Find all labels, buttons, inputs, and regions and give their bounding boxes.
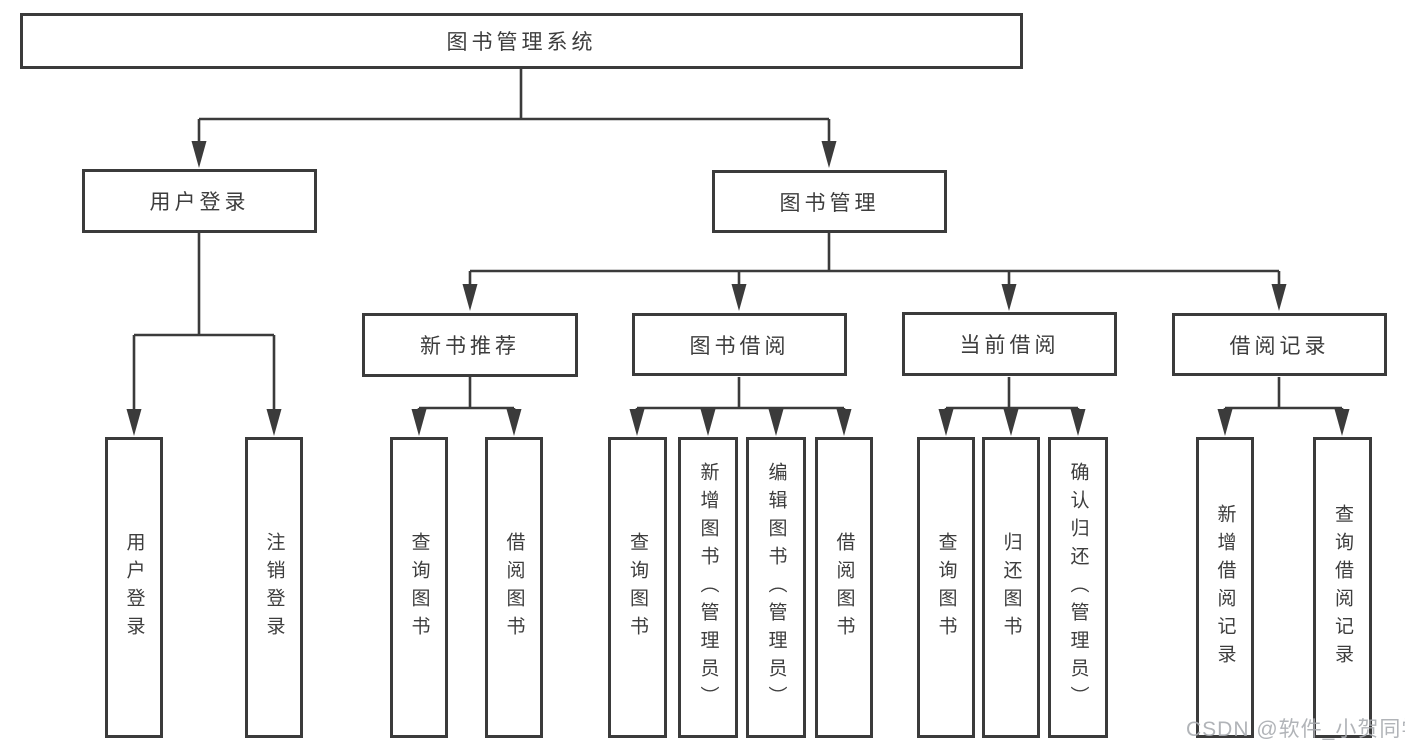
node-user-login: 用户登录 [82, 169, 317, 233]
node-label: 图书管理 [779, 191, 880, 215]
leaf-label: 查询图书 [408, 531, 430, 644]
leaf-query-books-recommend: 查询图书 [390, 437, 448, 738]
leaf-label: 用户登录 [123, 531, 145, 644]
leaf-label: 查询图书 [627, 531, 648, 644]
leaf-label: 归还图书 [1000, 531, 1022, 644]
node-label: 用户登录 [149, 191, 250, 214]
leaf-borrow-books-recommend: 借阅图书 [485, 437, 543, 738]
leaf-label: 注销登录 [263, 531, 285, 644]
leaf-borrow-books: 借阅图书 [815, 437, 873, 738]
node-library-management-system: 图书管理系统 [20, 13, 1023, 69]
node-book-borrowing: 图书借阅 [632, 313, 847, 376]
watermark: CSDN @软件_小贺同学 [1186, 718, 1405, 741]
node-label: 当前借阅 [959, 334, 1060, 357]
leaf-label: 借阅图书 [833, 531, 855, 644]
leaf-label: 新增借阅记录 [1214, 503, 1236, 672]
leaf-label: 新增图书（管理员） [697, 461, 719, 714]
leaf-query-books-borrowing: 查询图书 [608, 437, 667, 738]
leaf-label: 借阅图书 [503, 531, 525, 644]
leaf-query-borrow-record: 查询借阅记录 [1313, 437, 1372, 738]
leaf-logout: 注销登录 [245, 437, 303, 738]
leaf-add-book-admin: 新增图书（管理员） [678, 437, 738, 738]
node-borrowing-records: 借阅记录 [1172, 313, 1387, 376]
node-label: 借阅记录 [1229, 334, 1330, 358]
leaf-label: 查询图书 [935, 531, 957, 644]
leaf-label: 查询借阅记录 [1332, 503, 1353, 672]
leaf-confirm-return-admin: 确认归还（管理员） [1048, 437, 1108, 738]
node-label: 新书推荐 [420, 335, 520, 358]
leaf-label: 编辑图书（管理员） [765, 461, 787, 714]
node-book-management: 图书管理 [712, 170, 947, 233]
leaf-user-login: 用户登录 [105, 437, 163, 738]
node-label: 图书管理系统 [446, 31, 597, 54]
node-label: 图书借阅 [689, 334, 790, 358]
leaf-edit-book-admin: 编辑图书（管理员） [746, 437, 806, 738]
node-current-borrowing: 当前借阅 [902, 312, 1117, 376]
leaf-add-borrow-record: 新增借阅记录 [1196, 437, 1254, 738]
leaf-label: 确认归还（管理员） [1067, 461, 1089, 714]
leaf-query-books-current: 查询图书 [917, 437, 975, 738]
leaf-return-book: 归还图书 [982, 437, 1040, 738]
node-new-book-recommend: 新书推荐 [362, 313, 578, 377]
